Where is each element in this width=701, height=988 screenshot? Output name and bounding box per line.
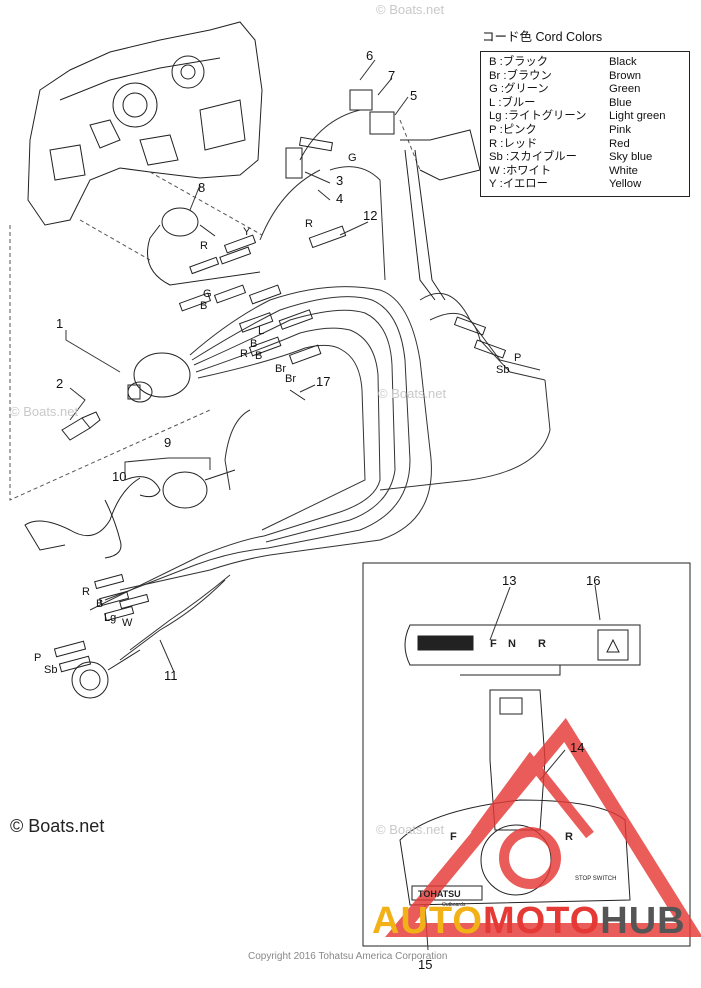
lever-f-label: F [450,831,457,843]
wire-label-lg: Lg [104,612,117,624]
wire-label-r: R [240,348,248,360]
ignition-switch [127,352,191,403]
brand-logo [385,718,701,937]
wire-label-br: Br [285,373,296,385]
part-8-sensor [147,207,261,286]
callout-14: 14 [570,740,585,755]
brand-wordmark: AUTOMOTOHUB [372,900,686,942]
stop-switch-label: STOP SWITCH [575,876,616,882]
indicator-f-label: F [490,638,497,650]
wire-label-sb: Sb [496,364,510,376]
callout-17: 17 [316,374,331,389]
legend-title: コード色 Cord Colors [482,30,603,44]
wire-label-g: G [203,288,212,300]
watermark: © Boats.net [376,2,445,17]
callout-3: 3 [336,173,344,188]
wire-label-sb: Sb [44,664,58,676]
callout-8: 8 [198,180,206,195]
callout-5: 5 [410,88,418,103]
harness-plug [71,649,141,699]
watermark: © Boats.net [10,404,79,419]
ignition-key [61,411,101,441]
callout-2: 2 [56,376,64,391]
callout-9: 9 [164,435,172,450]
indicator-r-label: R [538,638,546,650]
tohatsu-label: TOHATSU [418,889,461,899]
part-17-screw [289,389,306,401]
stop-switch [162,469,236,509]
callout-16: 16 [586,573,601,588]
wire-label-b: B [255,350,263,362]
remote-control-housing [27,21,263,226]
wire-label-l: L [258,325,265,337]
wire-connectors [53,89,507,673]
wire-label-r: R [305,218,313,230]
callout-leaders [65,59,601,951]
copyright-notice: © Boats.net [10,816,105,836]
watermark: © Boats.net [378,386,447,401]
lanyard-cord [24,476,161,559]
callout-13: 13 [502,573,517,588]
copyright-footer: Copyright 2016 Tohatsu America Corporati… [248,951,448,962]
callout-10: 10 [112,469,127,484]
callout-12: 12 [363,208,378,223]
lever-r-label: R [565,831,573,843]
wire-label-r: R [82,586,90,598]
callout-7: 7 [388,68,396,83]
callout-15: 15 [418,957,433,972]
throttle-arm [400,129,481,301]
callout-6: 6 [366,48,374,63]
wire-label-p: P [514,352,522,364]
wire-label-y: Y [243,226,251,238]
callout-11: 11 [164,668,178,683]
callout-4: 4 [336,191,344,206]
wire-harness [89,109,551,661]
indicator-n-label: N [508,638,516,650]
callout-1: 1 [56,316,64,331]
wire-label-g: G [348,152,357,164]
wire-label-w: W [122,617,133,629]
watermark: © Boats.net [376,822,445,837]
inset-box [362,562,691,947]
wire-label-b: B [96,598,104,610]
outboards-label: Outboards [442,902,466,908]
wire-label-b: B [250,338,258,350]
wire-label-p: P [34,652,42,664]
wire-label-br: Br [275,363,286,375]
wire-label-b: B [200,300,208,312]
wire-label-r: R [200,240,208,252]
indicator-plate [404,624,641,676]
